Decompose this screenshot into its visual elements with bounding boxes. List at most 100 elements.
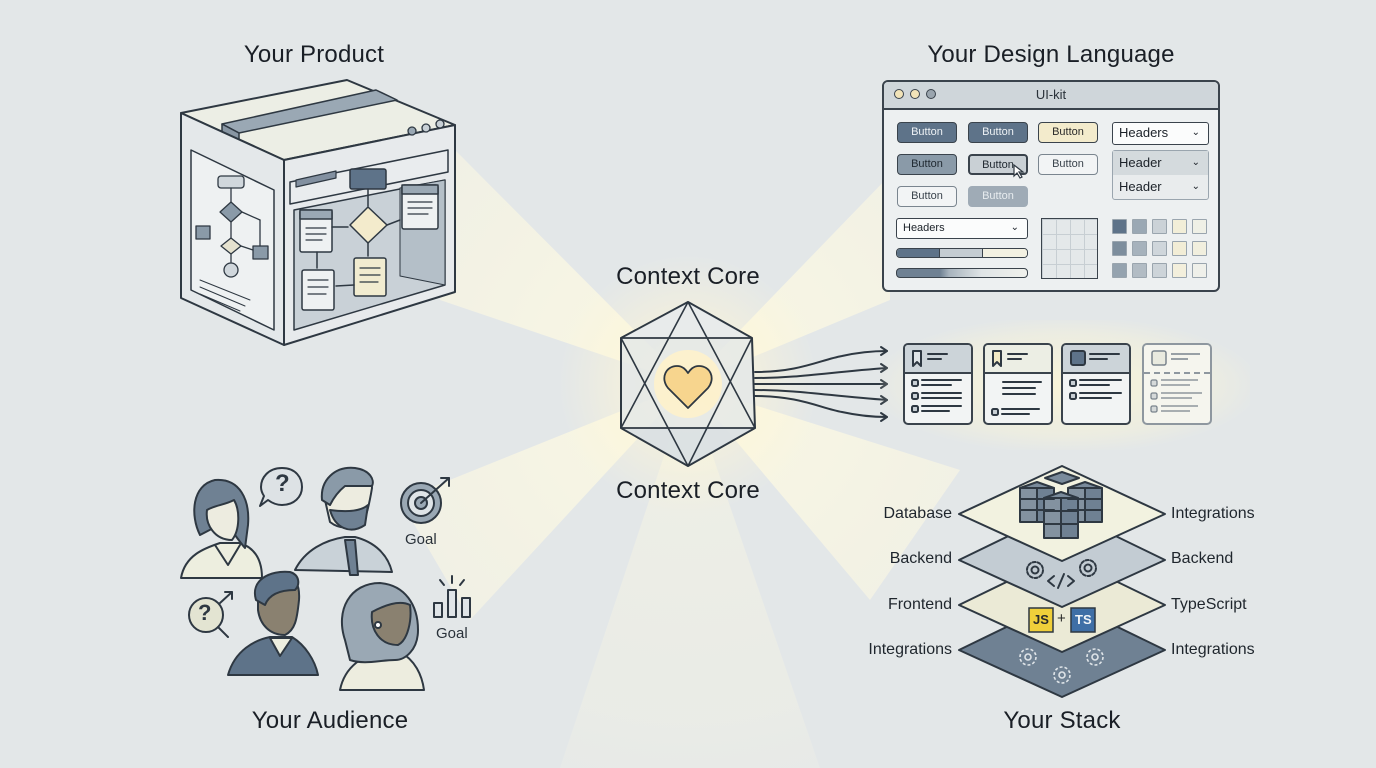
color-swatch[interactable]: [1172, 263, 1187, 278]
color-swatch[interactable]: [1152, 241, 1167, 256]
stack-left-label: Frontend: [887, 596, 952, 613]
js-label: JS: [1033, 612, 1049, 627]
square-icon: [1151, 350, 1200, 366]
chevron-down-icon: ⌄: [1191, 181, 1200, 192]
color-swatch[interactable]: [1112, 219, 1127, 234]
window-dot-icon[interactable]: [894, 89, 904, 99]
question-mark-icon: ?: [275, 470, 290, 497]
chevron-down-icon: ⌄: [1010, 222, 1019, 233]
window-title-bar: [295, 170, 337, 188]
window-dot-2: [421, 123, 431, 133]
stack-title: Your Stack: [1003, 707, 1121, 734]
ui-kit-window: UI-kit Button Button Button Button Butto…: [882, 80, 1220, 292]
component-card[interactable]: [903, 343, 973, 425]
design-language-title: Your Design Language: [927, 41, 1175, 68]
checklist: [991, 381, 1042, 416]
js-badge: [1028, 607, 1054, 633]
gem-triangle-up: [620, 301, 756, 429]
kit-select-headers-2[interactable]: Headers⌄: [896, 218, 1028, 239]
color-swatch[interactable]: [1112, 241, 1127, 256]
ui-kit-title-bar: UI-kit: [884, 82, 1218, 110]
color-swatch[interactable]: [1192, 263, 1207, 278]
window-dot-1: [407, 126, 417, 136]
kit-select-headers[interactable]: Headers⌄: [1112, 122, 1209, 145]
kit-button-hover[interactable]: Button: [968, 154, 1028, 175]
color-swatch[interactable]: [1112, 263, 1127, 278]
arrow: [754, 350, 888, 373]
database-servers-icon: [1019, 471, 1103, 539]
question-search-icon: [188, 591, 233, 638]
kit-button-mid[interactable]: Button: [897, 154, 957, 175]
ray-bottom: [560, 384, 820, 768]
kit-progress-bar: [896, 268, 1028, 278]
color-swatch[interactable]: [1192, 219, 1207, 234]
arrow: [754, 389, 888, 401]
bar-chart-goal-icon: [433, 575, 471, 618]
checklist: [1150, 379, 1202, 413]
gem-triangle-down: [620, 337, 753, 467]
color-swatch[interactable]: [1132, 219, 1147, 234]
kit-progress-bar: [896, 248, 1028, 258]
square-icon: [1070, 350, 1120, 366]
component-card[interactable]: [1061, 343, 1131, 425]
stack-right-label: Backend: [1171, 550, 1234, 567]
kit-grid-table: [1041, 218, 1098, 279]
person-bearded-man: [294, 466, 393, 576]
dropdown-option[interactable]: Header⌄: [1113, 175, 1208, 199]
window-dot-icon[interactable]: [910, 89, 920, 99]
heart-icon: [663, 365, 713, 409]
color-swatch[interactable]: [1172, 219, 1187, 234]
ts-label: TS: [1075, 612, 1092, 627]
color-swatch[interactable]: [1152, 263, 1167, 278]
kit-button-disabled: Button: [968, 186, 1028, 207]
product-title: Your Product: [243, 41, 385, 68]
stack-right-label: TypeScript: [1171, 596, 1247, 613]
color-swatch[interactable]: [1172, 241, 1187, 256]
color-swatch[interactable]: [1192, 241, 1207, 256]
checklist: [1069, 379, 1122, 400]
dropdown-option[interactable]: Header⌄: [1113, 151, 1208, 175]
integrations-gears-icon: [1019, 648, 1104, 684]
person-woman-2: [339, 582, 425, 691]
ui-kit-title: UI-kit: [1035, 87, 1067, 102]
kit-dropdown-menu: Header⌄ Header⌄: [1112, 150, 1209, 200]
plus-label: +: [1057, 610, 1066, 627]
context-core-title-top: Context Core: [616, 263, 760, 290]
color-swatch[interactable]: [1132, 263, 1147, 278]
goal-label: Goal: [436, 625, 468, 642]
backend-gears-icon: [1026, 559, 1097, 589]
stack-left-label: Database: [883, 505, 953, 522]
kit-button-light[interactable]: Button: [897, 186, 957, 207]
chevron-down-icon: ⌄: [1191, 157, 1200, 168]
question-bubble-icon: [259, 467, 303, 507]
stack-right-label: Integrations: [1171, 505, 1255, 522]
chevron-down-icon: ⌄: [1191, 127, 1200, 138]
person-woman-1: [180, 478, 263, 579]
kit-button-dark[interactable]: Button: [897, 122, 957, 143]
js-ts-badges: [1028, 607, 1096, 633]
audience-title: Your Audience: [251, 707, 409, 734]
person-man: [227, 570, 319, 676]
checklist: [911, 379, 962, 413]
kit-button-dark[interactable]: Button: [968, 122, 1028, 143]
stack-left-label: Backend: [889, 550, 952, 567]
color-swatch[interactable]: [1152, 219, 1167, 234]
context-core-title-bottom: Context Core: [616, 477, 760, 504]
kit-button-light[interactable]: Button: [1038, 154, 1098, 175]
window-dot-icon[interactable]: [926, 89, 936, 99]
color-swatch[interactable]: [1132, 241, 1147, 256]
component-card[interactable]: [1142, 343, 1212, 425]
kit-button-yellow[interactable]: Button: [1038, 122, 1098, 143]
component-card[interactable]: [983, 343, 1053, 425]
stack-right-label: Integrations: [1171, 641, 1255, 658]
bookmark-icon: [912, 350, 948, 367]
arrow: [754, 395, 888, 418]
target-goal-icon: [400, 477, 450, 524]
window-dot-3: [435, 119, 445, 129]
ts-badge: [1070, 607, 1096, 633]
goal-label: Goal: [405, 531, 437, 548]
